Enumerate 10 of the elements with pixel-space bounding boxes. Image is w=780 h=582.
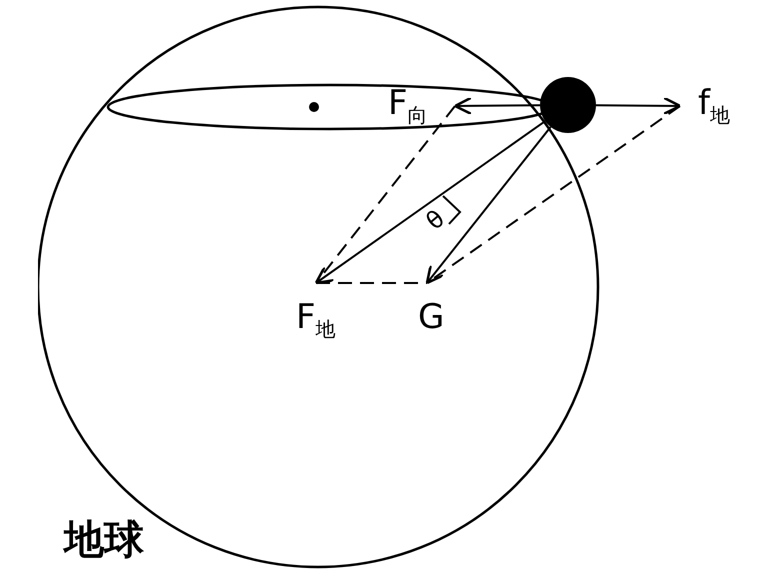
force-label: F$_{地}$: [296, 300, 336, 339]
angle-label: θ: [422, 206, 449, 234]
force-label: F$_{向}$: [388, 86, 428, 125]
force-label: f$_{地}$: [698, 86, 730, 125]
force-arrow: [596, 96, 682, 116]
force-label: G: [418, 300, 444, 334]
sphere-label: 地球: [64, 520, 144, 560]
force-arrow: [314, 120, 546, 284]
force-arrow: [426, 126, 552, 284]
force-arrow: [454, 96, 540, 116]
